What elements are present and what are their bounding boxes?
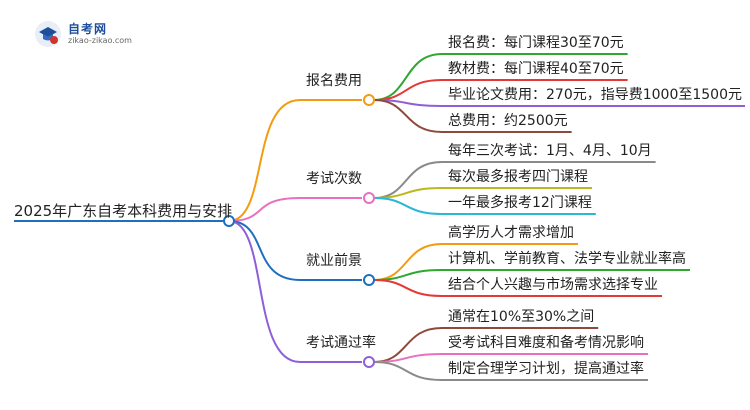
branch-node-circle bbox=[363, 274, 375, 286]
leaf-label: 教材费：每门课程40至70元 bbox=[448, 61, 624, 77]
leaf-connector bbox=[373, 53, 443, 101]
leaf-label: 制定合理学习计划，提高通过率 bbox=[448, 361, 644, 377]
branch-connector bbox=[228, 220, 301, 281]
branch-label: 就业前景 bbox=[306, 253, 362, 269]
branch-node-circle bbox=[363, 356, 375, 368]
leaf-label: 受考试科目难度和备考情况影响 bbox=[448, 335, 644, 351]
leaf-connector bbox=[373, 361, 443, 381]
leaf-label: 计算机、学前教育、法学专业就业率高 bbox=[448, 251, 686, 267]
leaf-connector bbox=[373, 279, 443, 297]
leaf-label: 总费用：约2500元 bbox=[448, 113, 568, 129]
leaf-label: 每年三次考试：1月、4月、10月 bbox=[448, 143, 652, 159]
leaf-label: 毕业论文费用：270元，指导费1000至1500元 bbox=[448, 87, 742, 103]
branch-connector bbox=[228, 99, 301, 222]
logo-title: 自考网 bbox=[68, 22, 108, 36]
branch-label: 考试次数 bbox=[306, 171, 362, 187]
root-node-circle bbox=[223, 215, 235, 227]
leaf-label: 报名费：每门课程30至70元 bbox=[448, 35, 624, 51]
branch-label: 报名费用 bbox=[306, 73, 362, 89]
branch-connector bbox=[228, 197, 301, 222]
branch-label: 考试通过率 bbox=[306, 335, 376, 351]
leaf-connector bbox=[373, 197, 443, 215]
leaf-label: 结合个人兴趣与市场需求选择专业 bbox=[448, 277, 658, 293]
leaf-connector bbox=[373, 353, 443, 363]
site-logo: 自考网 zikao-zikao.com bbox=[34, 20, 132, 48]
logo-graduation-cap-icon bbox=[35, 21, 61, 47]
leaf-connector bbox=[373, 99, 443, 133]
leaf-label: 高学历人才需求增加 bbox=[448, 225, 574, 241]
leaf-label: 每次最多报考四门课程 bbox=[448, 169, 588, 185]
leaf-label: 通常在10%至30%之间 bbox=[448, 309, 595, 325]
leaf-label: 一年最多报考12门课程 bbox=[448, 195, 592, 211]
logo-url: zikao-zikao.com bbox=[68, 36, 132, 45]
branch-node-circle bbox=[363, 192, 375, 204]
branch-connector bbox=[228, 220, 301, 363]
mindmap-root-label: 2025年广东自考本科费用与安排 bbox=[14, 202, 233, 220]
branch-node-circle bbox=[363, 94, 375, 106]
leaf-connector bbox=[373, 79, 443, 101]
